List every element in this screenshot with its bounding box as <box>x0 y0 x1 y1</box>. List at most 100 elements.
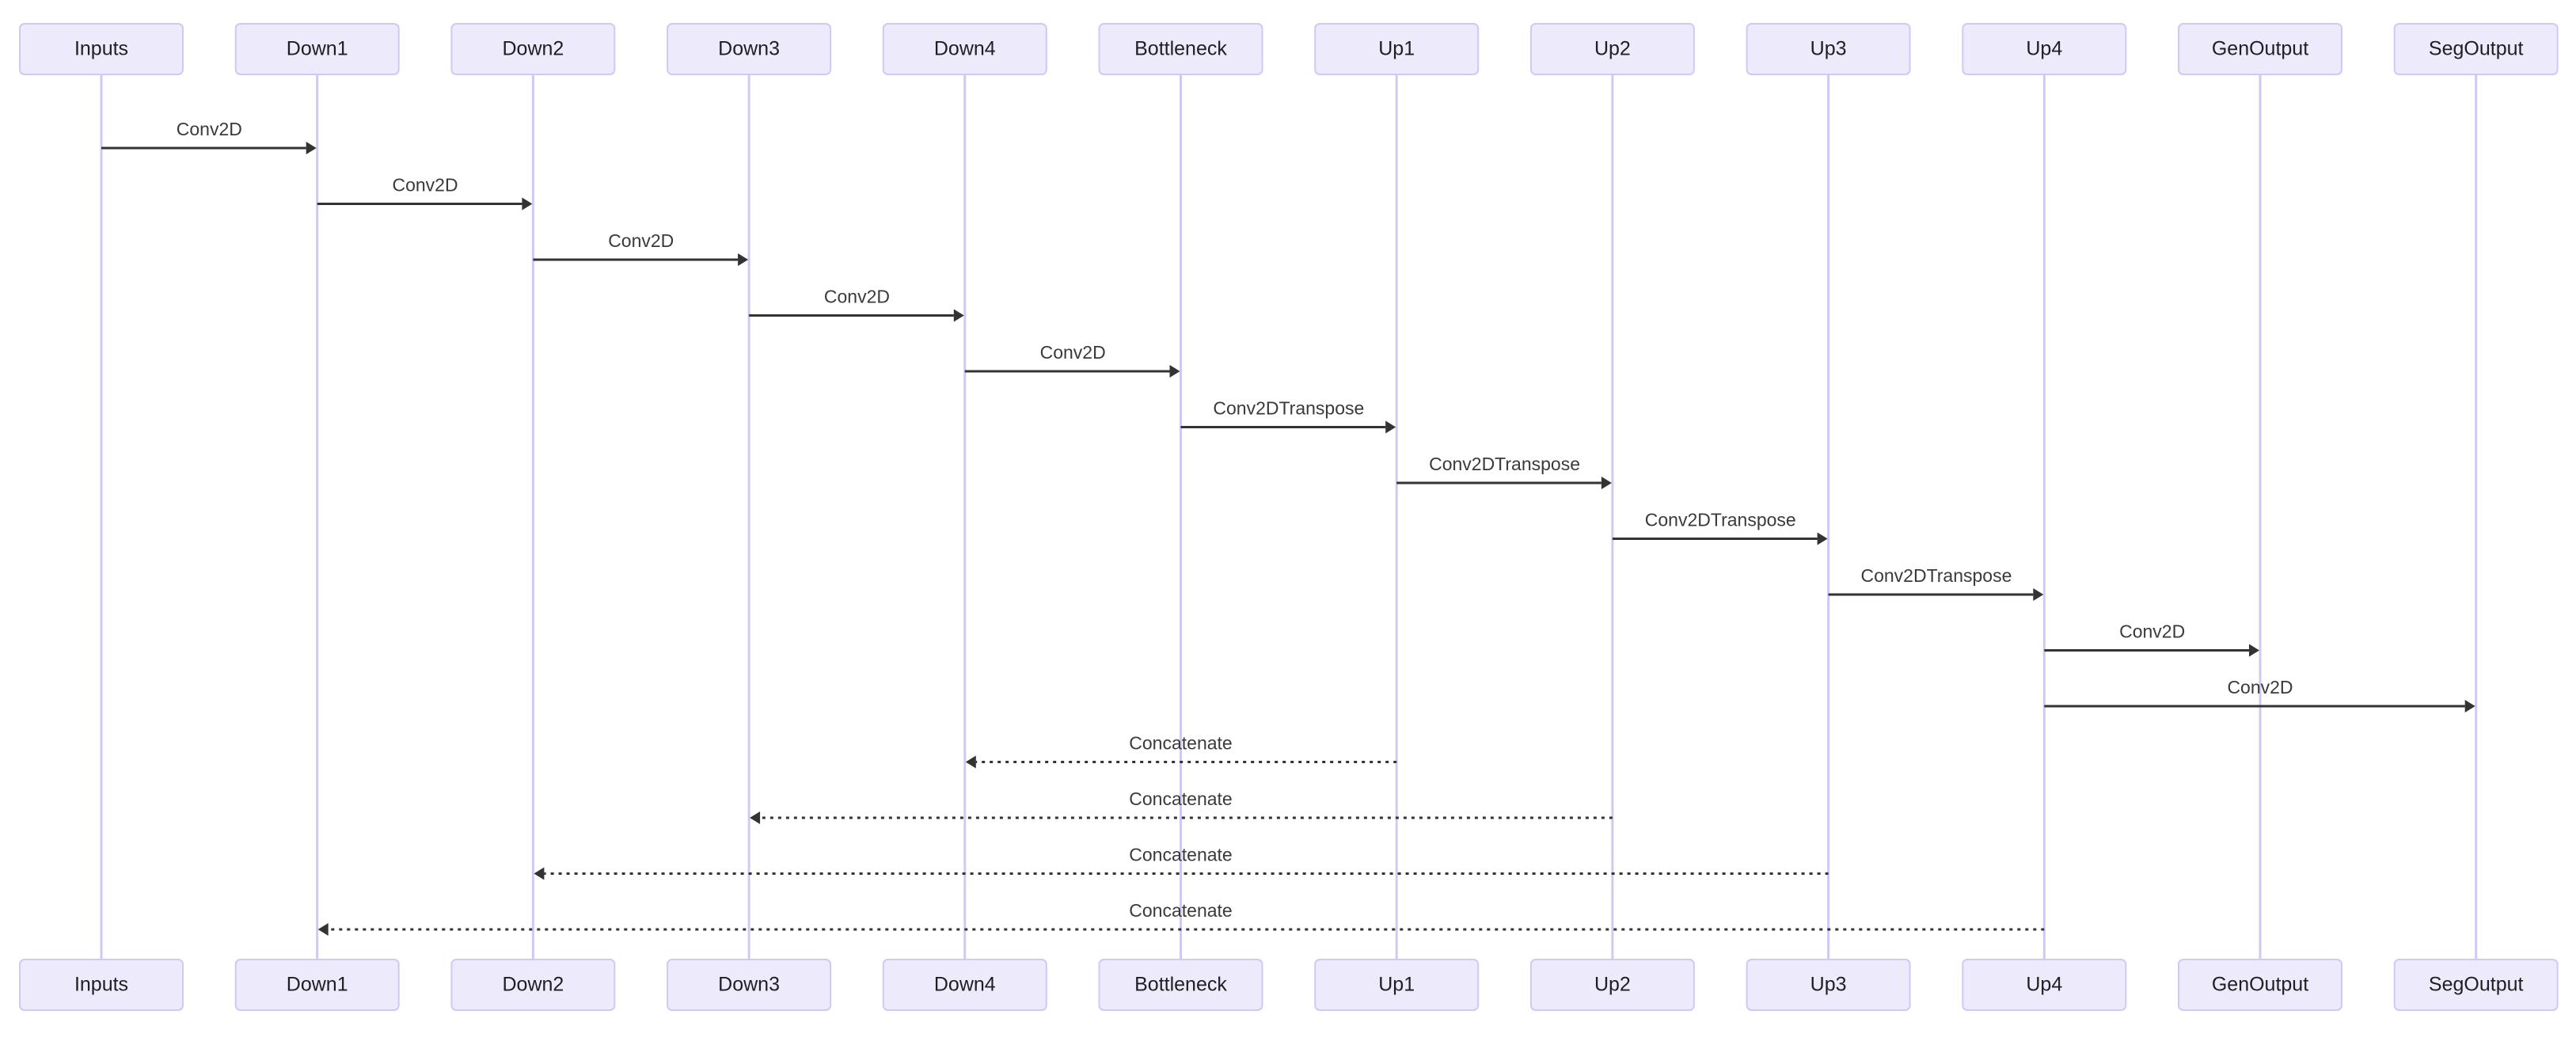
participant-box[interactable] <box>1098 23 1263 75</box>
message-label: Conv2D <box>824 287 890 307</box>
message-1-conv2d: Conv2D <box>101 119 317 154</box>
message-label: Concatenate <box>1129 900 1232 921</box>
participant-label: GenOutput <box>2212 974 2308 996</box>
participant-box[interactable] <box>2178 959 2342 1011</box>
participant-top-bottleneck[interactable]: Bottleneck <box>1098 23 1263 75</box>
participant-box[interactable] <box>234 959 400 1011</box>
message-label: Conv2DTranspose <box>1860 565 2012 586</box>
participant-label: SegOutput <box>2429 974 2524 996</box>
participant-label: Down2 <box>502 974 564 996</box>
message-label: Conv2D <box>177 119 242 139</box>
participant-top-inputs[interactable]: Inputs <box>19 23 184 75</box>
participant-box[interactable] <box>1529 23 1695 75</box>
participant-box[interactable] <box>2393 23 2559 75</box>
participant-label: Up2 <box>1594 38 1631 60</box>
participant-box[interactable] <box>2178 23 2342 75</box>
participant-top-up3[interactable]: Up3 <box>1746 23 1911 75</box>
participant-bottom-inputs[interactable]: Inputs <box>19 959 184 1011</box>
participant-label: SegOutput <box>2429 38 2524 60</box>
message-arrowhead <box>2033 588 2044 601</box>
participant-box[interactable] <box>1098 959 1263 1011</box>
message-arrowhead <box>306 142 317 154</box>
participant-label: Up4 <box>2026 974 2062 996</box>
message-arrowhead <box>738 253 749 266</box>
participant-box[interactable] <box>1962 23 2127 75</box>
participant-bottom-bottleneck[interactable]: Bottleneck <box>1098 959 1263 1011</box>
participant-top-up1[interactable]: Up1 <box>1314 23 1480 75</box>
participant-box[interactable] <box>19 23 184 75</box>
participant-label: Down3 <box>718 38 780 60</box>
participant-top-segoutput[interactable]: SegOutput <box>2393 23 2559 75</box>
participant-bottom-down4[interactable]: Down4 <box>882 959 1047 1011</box>
message-arrowhead <box>534 867 545 880</box>
participant-box[interactable] <box>1962 959 2127 1011</box>
participant-box[interactable] <box>882 23 1047 75</box>
participant-bottom-down3[interactable]: Down3 <box>667 959 832 1011</box>
participant-label: Down2 <box>502 38 564 60</box>
participant-box[interactable] <box>667 959 832 1011</box>
participant-top-down1[interactable]: Down1 <box>234 23 400 75</box>
participant-box[interactable] <box>1314 959 1480 1011</box>
participant-bottom-up1[interactable]: Up1 <box>1314 959 1480 1011</box>
participant-box[interactable] <box>450 23 616 75</box>
message-arrowhead <box>1817 532 1828 545</box>
participant-bottom-down1[interactable]: Down1 <box>234 959 400 1011</box>
message-arrowhead <box>953 309 964 322</box>
participant-label: Up2 <box>1594 974 1631 996</box>
participant-bottom-genoutput[interactable]: GenOutput <box>2178 959 2342 1011</box>
participant-label: Down3 <box>718 974 780 996</box>
message-arrowhead <box>1385 420 1396 434</box>
participant-box[interactable] <box>1746 23 1911 75</box>
message-label: Conv2D <box>608 230 674 251</box>
participant-label: Up4 <box>2026 38 2062 60</box>
messages-group: Conv2DConv2DConv2DConv2DConv2DConv2DTran… <box>101 119 2475 936</box>
participant-box[interactable] <box>1529 959 1695 1011</box>
message-6-conv2dtranspose: Conv2DTranspose <box>1180 398 1396 434</box>
participant-bottom-segoutput[interactable]: SegOutput <box>2393 959 2559 1011</box>
participant-bottom-up2[interactable]: Up2 <box>1529 959 1695 1011</box>
participant-box[interactable] <box>1314 23 1480 75</box>
message-11-conv2d: Conv2D <box>2044 677 2475 712</box>
participant-label: Bottleneck <box>1134 974 1227 996</box>
message-4-conv2d: Conv2D <box>749 287 964 322</box>
message-arrowhead <box>2464 700 2475 712</box>
message-label: Conv2D <box>392 175 458 196</box>
message-arrowhead <box>317 923 329 936</box>
message-5-conv2d: Conv2D <box>964 342 1180 378</box>
participant-top-up4[interactable]: Up4 <box>1962 23 2127 75</box>
participant-box[interactable] <box>667 23 832 75</box>
participant-top-down2[interactable]: Down2 <box>450 23 616 75</box>
participant-box[interactable] <box>2393 959 2559 1011</box>
participant-bottom-down2[interactable]: Down2 <box>450 959 616 1011</box>
message-label: Conv2D <box>2119 621 2185 642</box>
participant-box[interactable] <box>19 959 184 1011</box>
message-8-conv2dtranspose: Conv2DTranspose <box>1612 510 1828 545</box>
participant-label: Inputs <box>74 38 128 60</box>
message-arrowhead <box>750 811 761 824</box>
participant-label: Up1 <box>1378 974 1415 996</box>
participant-bottom-up4[interactable]: Up4 <box>1962 959 2127 1011</box>
message-label: Concatenate <box>1129 788 1232 809</box>
participant-box[interactable] <box>450 959 616 1011</box>
message-arrowhead <box>1169 365 1180 378</box>
message-arrowhead <box>2249 644 2259 657</box>
message-14-concatenate: Concatenate <box>534 845 1829 880</box>
participant-top-genoutput[interactable]: GenOutput <box>2178 23 2342 75</box>
participant-box[interactable] <box>234 23 400 75</box>
participant-bottom-up3[interactable]: Up3 <box>1746 959 1911 1011</box>
message-label: Conv2DTranspose <box>1429 454 1580 474</box>
participant-label: GenOutput <box>2212 38 2308 60</box>
participant-top-down4[interactable]: Down4 <box>882 23 1047 75</box>
participant-label: Up3 <box>1810 38 1847 60</box>
participant-top-down3[interactable]: Down3 <box>667 23 832 75</box>
message-12-concatenate: Concatenate <box>965 733 1397 769</box>
participant-box[interactable] <box>1746 959 1911 1011</box>
participant-box[interactable] <box>882 959 1047 1011</box>
participant-top-up2[interactable]: Up2 <box>1529 23 1695 75</box>
message-label: Concatenate <box>1129 845 1232 865</box>
participant-label: Up3 <box>1810 974 1847 996</box>
message-arrowhead <box>522 197 533 211</box>
participant-label: Bottleneck <box>1134 38 1227 60</box>
